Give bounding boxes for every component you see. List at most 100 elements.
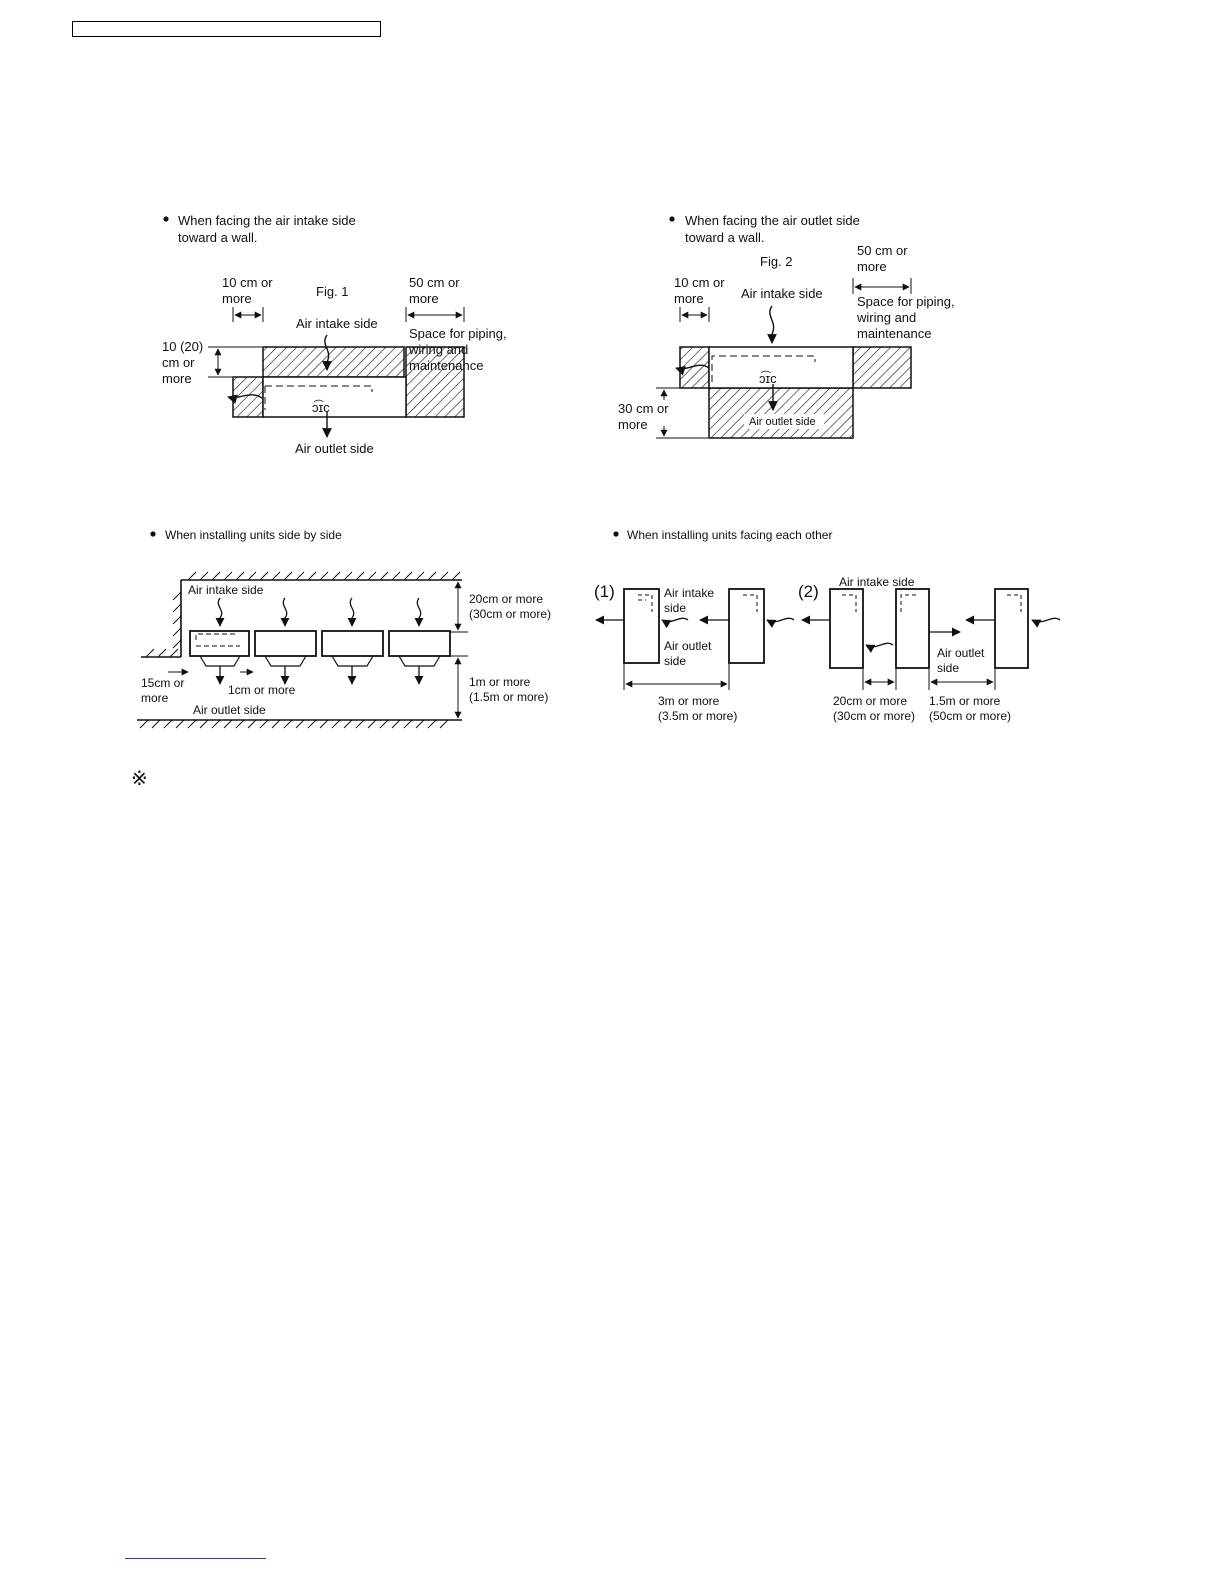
fig3-top-gap-line1: 20cm or more [469, 592, 543, 606]
fig2-left-gap-line1: 10 cm or [674, 275, 725, 290]
fig1-left-gap-line2: more [222, 291, 252, 306]
fig1-right-gap-line2: more [409, 291, 439, 306]
fig4-caption: When installing units facing each other [627, 528, 832, 542]
fig4-unit [829, 588, 864, 669]
fig2-front-gap-line2: more [618, 417, 648, 432]
fig3-top-wall-hatch [187, 571, 461, 581]
fig3-unit-base [199, 655, 241, 667]
fig2-space-line2: wiring and [856, 310, 916, 325]
fig4-intake-arrow-icon [661, 617, 689, 629]
fig3-intake-arrow-icon [414, 597, 424, 627]
fan-icon: ɔ͡ɪc [312, 400, 330, 415]
fig3-unit-base [398, 655, 441, 667]
fig1-service-area [405, 346, 465, 418]
fig4-unit-inner [1007, 594, 1022, 612]
fig3-bottom-wall-hatch [139, 719, 449, 729]
fig4-outlet-line2: side [664, 654, 686, 668]
fig3-between-gap: 1cm or more [228, 683, 296, 697]
fig2-left-gap-line2: more [674, 291, 704, 306]
fig3-unit [321, 630, 384, 657]
fig2-space-line3: maintenance [857, 326, 931, 341]
fig1-unit-inner [264, 385, 373, 410]
footer-line [125, 1558, 266, 1559]
fig3-intake-arrow-icon [280, 597, 290, 627]
bullet-icon [613, 531, 619, 537]
fig3-left-wall-hatch [172, 591, 182, 649]
fig1-side-arrow-icon [227, 394, 263, 404]
fig4-intake-arrow-icon [1031, 617, 1061, 628]
note-symbol: ※ [131, 768, 148, 790]
fig2-group: When facing the air outlet side toward a… [618, 213, 955, 439]
fig2-outlet-label-bg [744, 414, 824, 429]
fig1-rear-wall [262, 346, 405, 378]
fig4-outlet2-line2: side [937, 661, 959, 675]
fig2-outlet-label: Air outlet side [749, 416, 816, 428]
fig1-unit [262, 376, 407, 418]
fig1-outlet-label: Air outlet side [295, 441, 374, 456]
fig1-rear-gap-line2: cm or [162, 355, 195, 370]
fig3-top-gap-line2: (30cm or more) [469, 607, 551, 621]
fig2-side-arrow-icon [675, 364, 710, 376]
fig4-gap3-line1: 1.5m or more [929, 694, 1001, 708]
fig4-intake-arrow-icon [766, 617, 795, 628]
fig4-unit-inner [842, 594, 857, 612]
fig1-group: When facing the air intake side toward a… [162, 213, 507, 456]
fig1-space-line1: Space for piping, [409, 326, 507, 341]
bullet-icon [163, 216, 169, 222]
fig3-front-gap-line2: (1.5m or more) [469, 690, 548, 704]
fig2-label: Fig. 2 [760, 254, 793, 269]
bullet-icon [150, 531, 156, 537]
fig1-rear-gap-line3: more [162, 371, 192, 386]
fig1-right-gap-line1: 50 cm or [409, 275, 460, 290]
fig3-group: When installing units side by side Air i… [137, 528, 551, 729]
fig3-outlet-label: Air outlet side [193, 703, 266, 717]
fig3-ledge-hatch [145, 648, 179, 658]
fig4-unit [994, 588, 1029, 669]
fig4-case1-label: (1) [594, 582, 615, 601]
fig2-right-gap-line1: 50 cm or [857, 243, 908, 258]
fig1-intake-label: Air intake side [296, 316, 378, 331]
fig2-front-gap-line1: 30 cm or [618, 401, 669, 416]
fig4-unit-inner [638, 594, 653, 612]
fig4-unit-inner [900, 594, 916, 612]
fig3-intake-arrow-icon [215, 597, 225, 627]
fig4-gap3-line2: (50cm or more) [929, 709, 1011, 723]
fig1-side-wall [232, 376, 264, 418]
fig3-unit-base [264, 655, 307, 667]
fig1-label: Fig. 1 [316, 284, 349, 299]
fig4-gap1-line2: (3.5m or more) [658, 709, 737, 723]
fig3-intake-arrow-icon [347, 597, 357, 627]
fig4-gap2-line2: (30cm or more) [833, 709, 915, 723]
fan-icon: ɔ͡ɪc [759, 371, 777, 386]
fig4-unit-inner [743, 594, 758, 612]
fig4-unit [623, 588, 660, 664]
fig4-outlet-line1: Air outlet [664, 639, 712, 653]
fig2-caption-line1: When facing the air outlet side [685, 213, 860, 228]
fig3-front-gap-line1: 1m or more [469, 675, 531, 689]
fig3-unit-inner [195, 633, 240, 647]
fig2-right-gap-line2: more [857, 259, 887, 274]
bullet-icon [669, 216, 675, 222]
fig2-service-area [852, 346, 912, 389]
fig2-front-wall [708, 387, 854, 439]
fig3-intake-label: Air intake side [188, 583, 264, 597]
fig3-unit [388, 630, 451, 657]
fig4-unit [895, 588, 930, 669]
fig2-unit-inner [711, 355, 816, 382]
fig2-intake-arrow-icon [767, 305, 777, 344]
fig4-gap2-line1: 20cm or more [833, 694, 907, 708]
fig1-caption-line1: When facing the air intake side [178, 213, 356, 228]
fig4-intake-line1: Air intake [664, 586, 714, 600]
fig4-intake-line2: side [664, 601, 686, 615]
fig3-side-gap-line1: 15cm or [141, 676, 184, 690]
fig2-unit [708, 346, 854, 389]
fig2-side-wall [679, 346, 710, 389]
fig4-outlet2-line1: Air outlet [937, 646, 985, 660]
header-box [72, 21, 381, 37]
fig1-rear-gap-line1: 10 (20) [162, 339, 203, 354]
fig1-left-gap-line1: 10 cm or [222, 275, 273, 290]
fig4-gap1-line1: 3m or more [658, 694, 720, 708]
fig4-unit [728, 588, 765, 664]
fig3-caption: When installing units side by side [165, 528, 342, 542]
